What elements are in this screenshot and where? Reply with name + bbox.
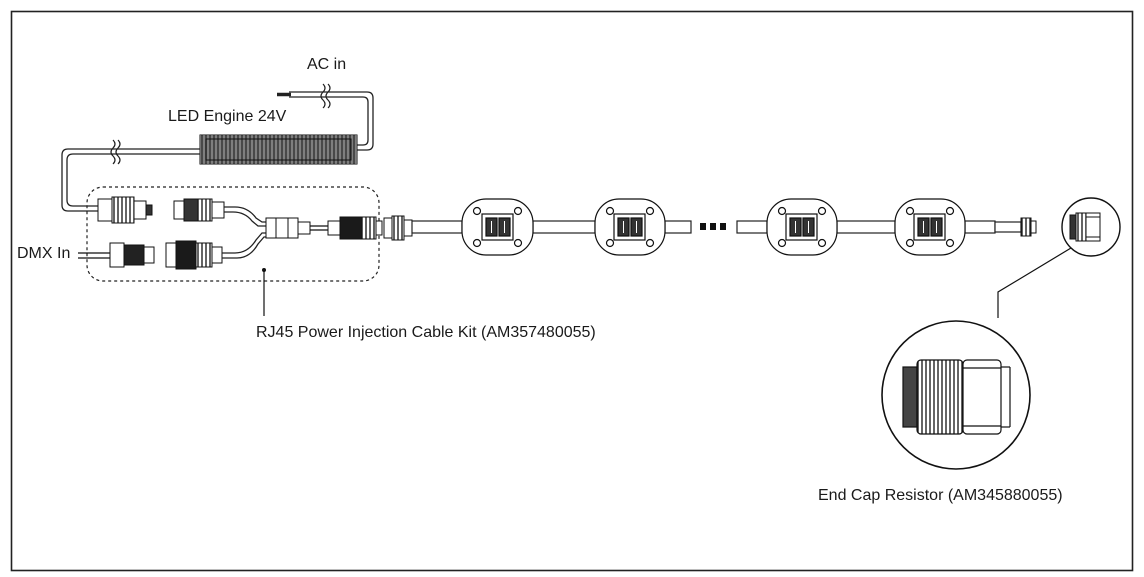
trunk-cable xyxy=(411,220,1022,234)
run-input-connector-icon xyxy=(383,215,413,241)
dmx-in-label: DMX In xyxy=(17,245,71,262)
splitter-cables xyxy=(222,206,268,259)
run-end-connector-icon xyxy=(1020,217,1037,237)
end-cap-detail-icon xyxy=(902,359,1011,435)
continuation-ellipsis-icon xyxy=(700,223,726,230)
ac-in-label: AC in xyxy=(307,56,347,73)
fixture-node xyxy=(894,198,966,256)
fixture-node xyxy=(594,198,666,256)
diagram-border xyxy=(10,10,1134,572)
led-engine-icon xyxy=(199,134,358,165)
kit-dmx-connector-icon xyxy=(165,240,223,270)
kit-power-connector-icon xyxy=(173,198,225,222)
power-connector-icon xyxy=(97,196,153,224)
dmx-connector-icon xyxy=(78,242,155,268)
y-junction-icon xyxy=(265,217,341,239)
dc-output-cable xyxy=(61,139,200,212)
end-cap-label: End Cap Resistor (AM345880055) xyxy=(818,487,1063,504)
ac-input-cable xyxy=(277,83,374,151)
end-cap-icon xyxy=(1069,212,1101,242)
led-engine-label: LED Engine 24V xyxy=(168,108,287,125)
fixture-node xyxy=(461,198,534,256)
kit-output-connector-icon xyxy=(339,216,383,240)
end-cap-callout-line xyxy=(997,247,1072,318)
injection-kit-label: RJ45 Power Injection Cable Kit (AM357480… xyxy=(256,324,596,341)
end-cap-highlight-circle xyxy=(1061,197,1121,257)
fixture-node xyxy=(766,198,838,256)
kit-pointer xyxy=(262,268,266,316)
